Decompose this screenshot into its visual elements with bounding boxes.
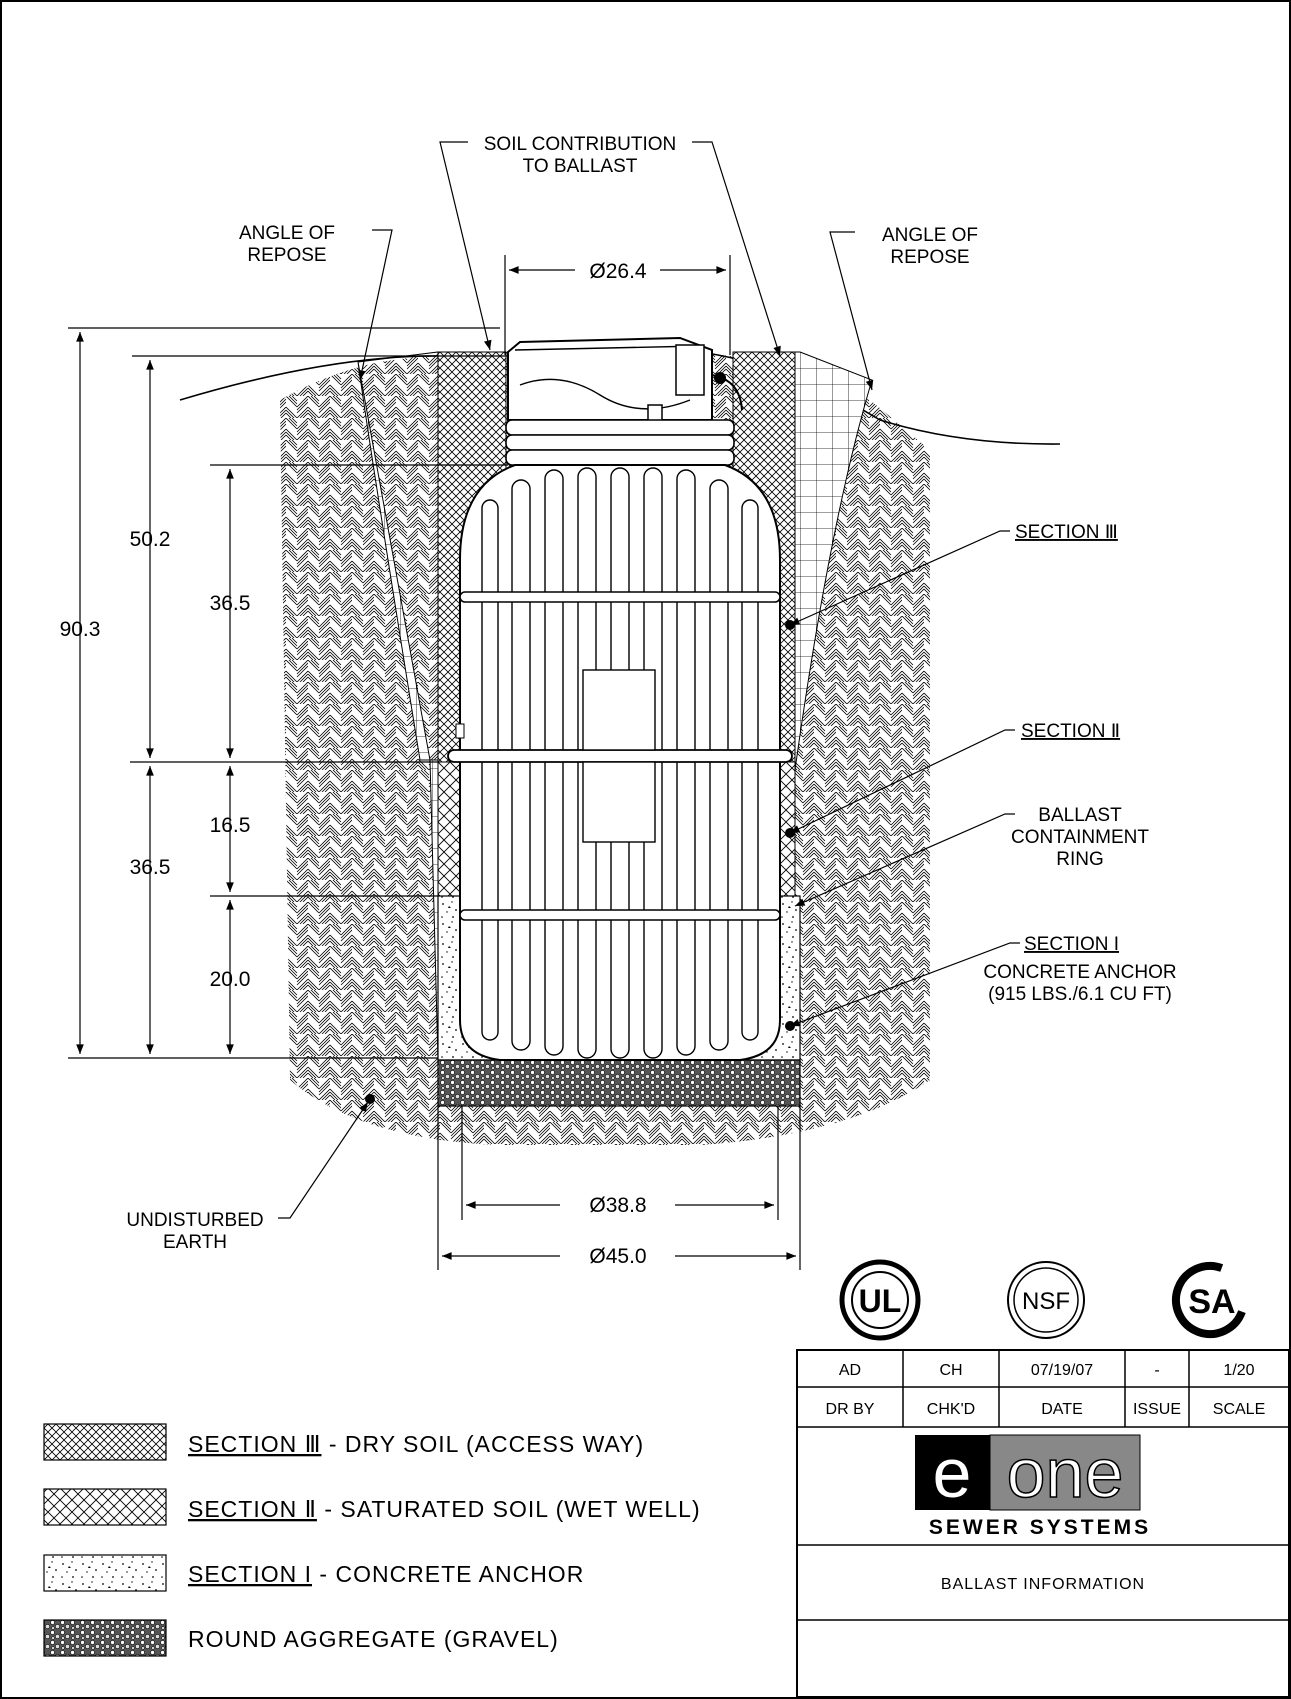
legend-item-dry-soil: SECTION Ⅲ - DRY SOIL (ACCESS WAY) [188,1431,644,1457]
angle-repose-right-label-2: REPOSE [890,247,969,268]
undisturbed-earth-label-2: EARTH [163,1232,227,1253]
section-1-callout: SECTION I [1024,934,1119,955]
legend-item-saturated-soil: SECTION Ⅱ - SATURATED SOIL (WET WELL) [188,1496,701,1522]
section-2-callout: SECTION Ⅱ [1021,721,1120,742]
angle-of-repose-right [794,351,873,771]
ballast-ring-label-3: RING [1056,849,1104,870]
ballast-ring-label-2: CONTAINMENT [1011,827,1149,848]
undisturbed-earth-label: UNDISTURBED [126,1210,263,1231]
date-header: DATE [1041,1401,1082,1418]
dimension-lines [68,255,801,1270]
gravel-bed [437,1059,801,1107]
issue-value: - [1154,1362,1159,1379]
drawn-by-value: AD [839,1362,861,1379]
checked-by-value: CH [939,1362,962,1379]
ballast-ring-label: BALLAST [1038,805,1122,826]
soil-contribution-label-2: TO BALLAST [523,156,638,177]
angle-repose-left-label: ANGLE OF [239,223,335,244]
tank-mid-label: 16.5 [210,814,251,837]
csa-mark: SA [1172,1262,1248,1338]
outer-diameter-label: Ø45.0 [589,1245,646,1268]
concrete-anchor-weight: (915 LBS./6.1 CU FT) [988,984,1172,1005]
total-height-label: 90.3 [60,618,101,641]
scale-value: 1/20 [1223,1362,1254,1379]
drawn-by-header: DR BY [826,1401,875,1418]
date-value: 07/19/07 [1031,1362,1093,1379]
ballast-containment-ring [447,749,793,763]
soil-contribution-label: SOIL CONTRIBUTION [484,134,676,155]
checked-by-header: CHK'D [927,1401,975,1418]
ul-mark: UL [839,1259,921,1341]
legend: SECTION Ⅲ - DRY SOIL (ACCESS WAY) SECTIO… [43,1423,701,1657]
callout-dots [365,620,795,1104]
callout-texts: SOIL CONTRIBUTION TO BALLAST ANGLE OF RE… [126,134,1176,1253]
eone-logo: e one SEWER SYSTEMS [915,1433,1151,1539]
legend-swatch-concrete [43,1554,167,1592]
title-block: AD CH 07/19/07 - 1/20 DR BY CHK'D DATE I… [796,1349,1290,1698]
inner-diameter-label: Ø38.8 [589,1194,646,1217]
callout-leaders [278,141,1020,1219]
upper-height-label: 50.2 [130,528,171,551]
anchor-height-label: 20.0 [210,968,251,991]
issue-header: ISSUE [1133,1401,1181,1418]
tank-upper-label: 36.5 [210,592,251,615]
nsf-mark-text: NSF [1022,1288,1070,1315]
legend-item-concrete: SECTION I - CONCRETE ANCHOR [188,1561,584,1587]
tank-lid [507,336,713,421]
ul-mark-text: UL [859,1283,902,1319]
legend-item-gravel: ROUND AGGREGATE (GRAVEL) [188,1626,559,1652]
company-name: SEWER SYSTEMS [929,1516,1151,1539]
csa-mark-text: SA [1188,1283,1235,1321]
lower-height-label: 36.5 [130,856,171,879]
dimension-texts: Ø26.4 90.3 50.2 36.5 36.5 16.5 20.0 Ø38.… [60,260,647,1268]
angle-repose-right-label: ANGLE OF [882,225,978,246]
angle-repose-left-label-2: REPOSE [247,245,326,266]
legend-swatch-saturated-soil [43,1488,167,1526]
top-diameter-label: Ø26.4 [589,260,647,283]
concrete-anchor-label: CONCRETE ANCHOR [983,962,1176,983]
grinder-tank [447,336,793,1061]
legend-swatch-gravel [43,1619,167,1657]
nsf-mark: NSF [1007,1261,1085,1339]
drawing-title: BALLAST INFORMATION [941,1576,1145,1593]
alarm-panel-box [675,344,705,396]
section-3-callout: SECTION Ⅲ [1015,522,1118,543]
scale-header: SCALE [1213,1401,1265,1418]
logo-e: e [933,1434,972,1512]
legend-swatch-dry-soil [43,1423,167,1461]
logo-one: one [1007,1434,1124,1512]
